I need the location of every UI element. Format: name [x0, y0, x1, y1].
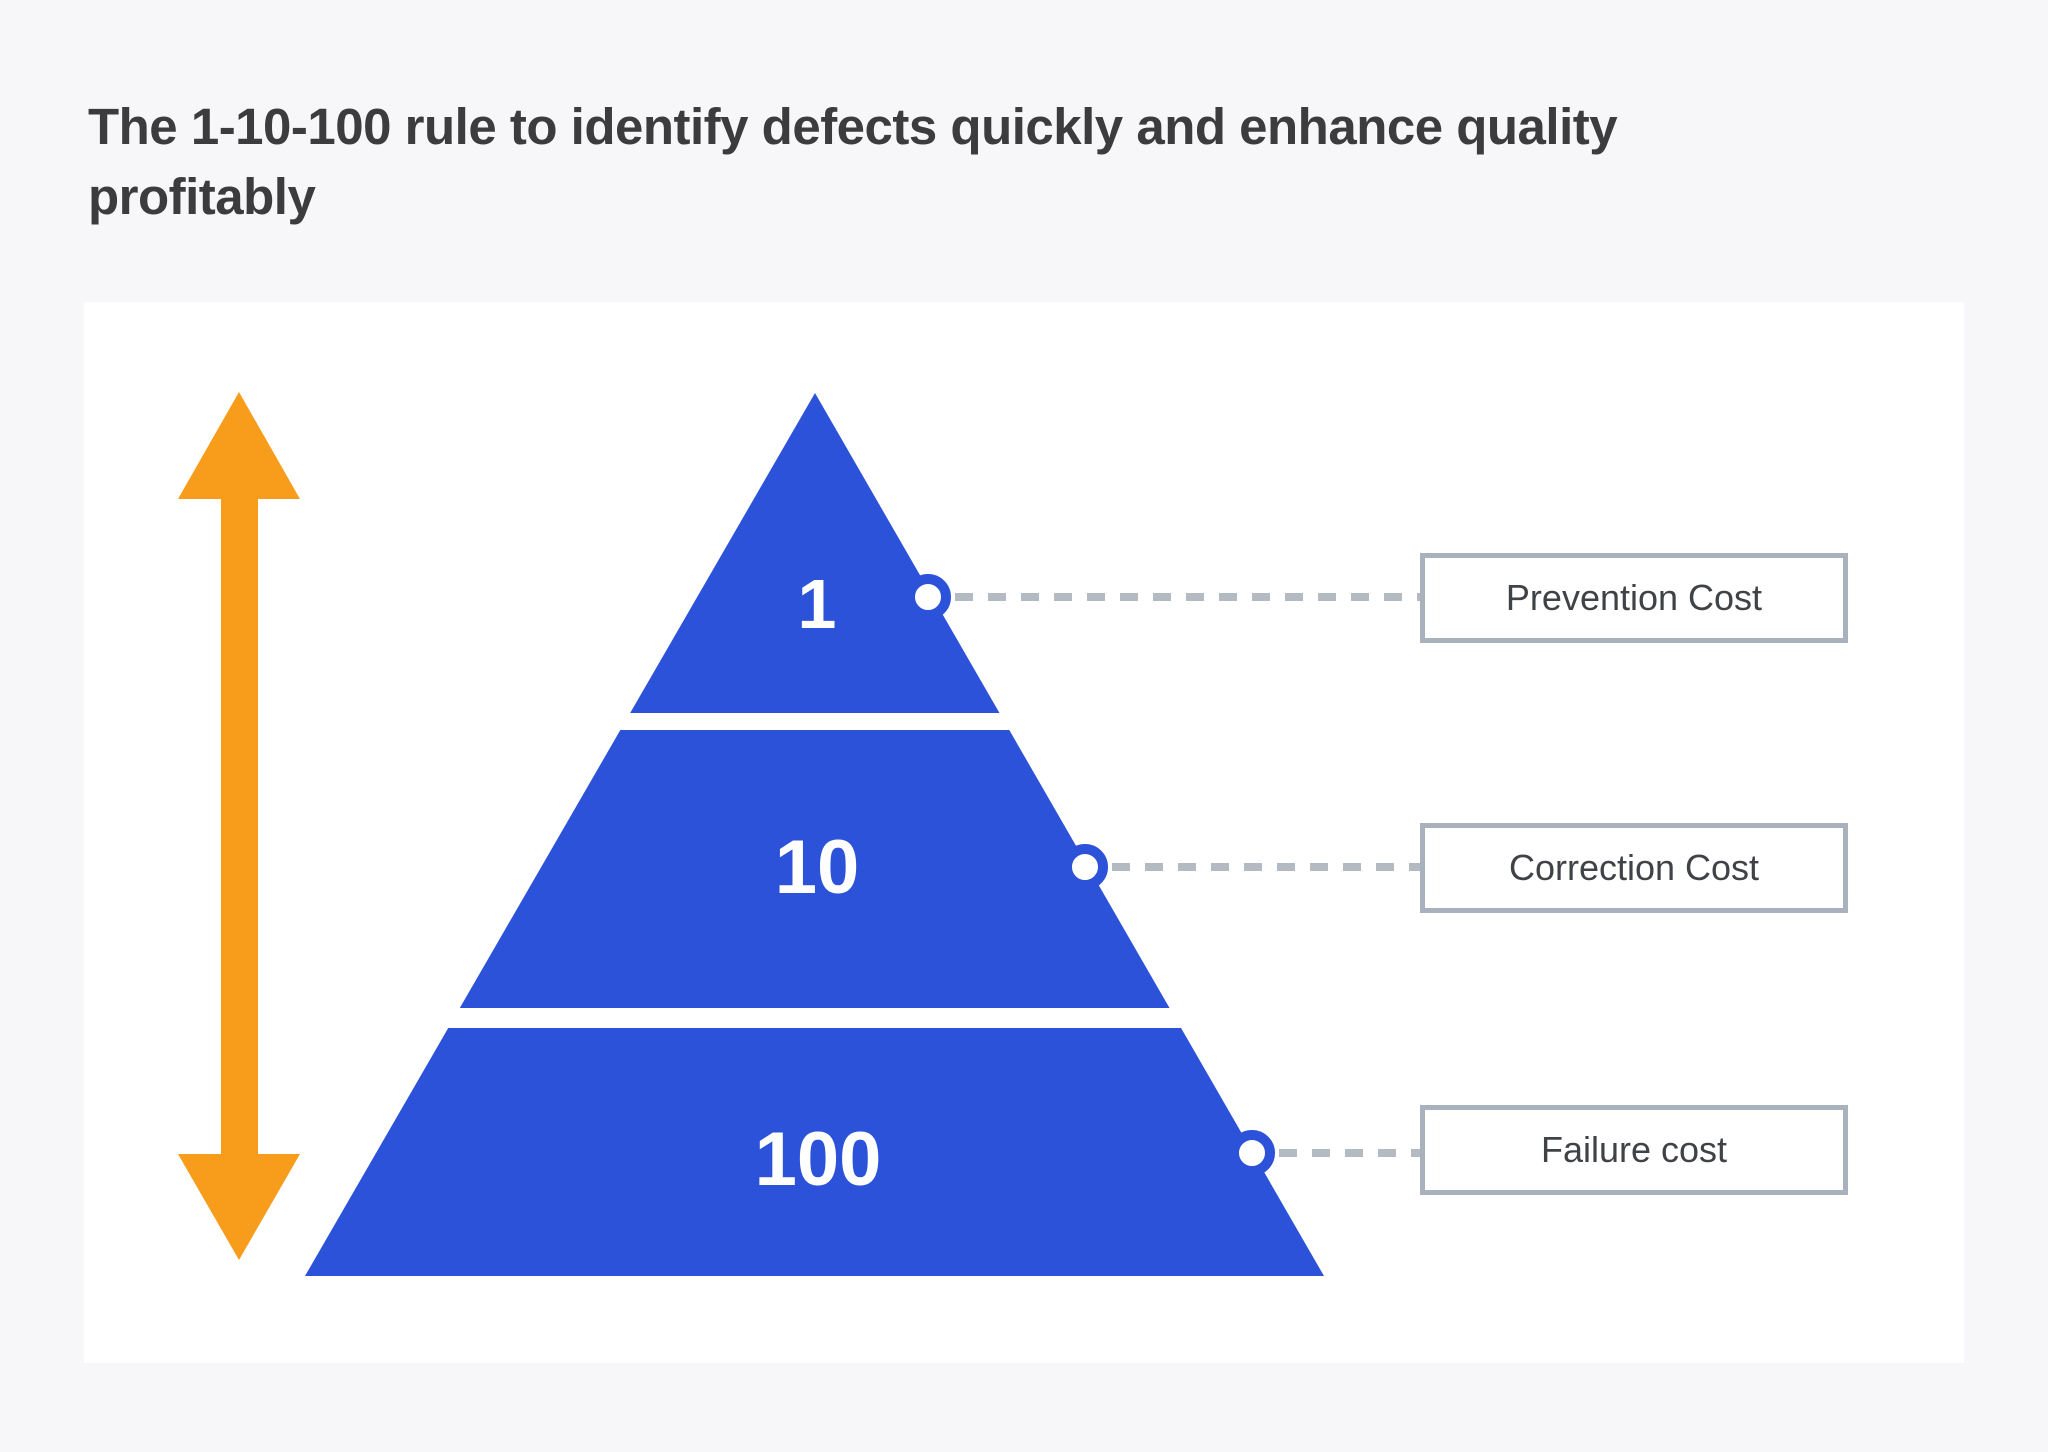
connector-dot-failure: [1229, 1130, 1275, 1176]
tier-divider: [374, 1008, 1524, 1028]
diagram-panel: 1 10 100 Prevention Cost Correction Cost…: [84, 302, 1964, 1363]
connector-dot-prevention: [905, 574, 951, 620]
pyramid-shape: [305, 393, 1324, 1276]
pyramid-level-value-100: 100: [754, 1117, 882, 1202]
page-title: The 1-10-100 rule to identify defects qu…: [88, 98, 1618, 225]
pyramid-level-value-10: 10: [774, 825, 860, 910]
tier-divider: [374, 713, 1524, 730]
connector-dot-correction: [1062, 844, 1108, 890]
up-down-arrow-icon: [178, 392, 300, 1260]
label-box-failure-cost: Failure cost: [1420, 1105, 1848, 1195]
pyramid-diagram-graphic: [178, 392, 1524, 1276]
pyramid-level-value-1: 1: [797, 565, 837, 643]
label-box-prevention-cost: Prevention Cost: [1420, 553, 1848, 643]
label-box-correction-cost: Correction Cost: [1420, 823, 1848, 913]
